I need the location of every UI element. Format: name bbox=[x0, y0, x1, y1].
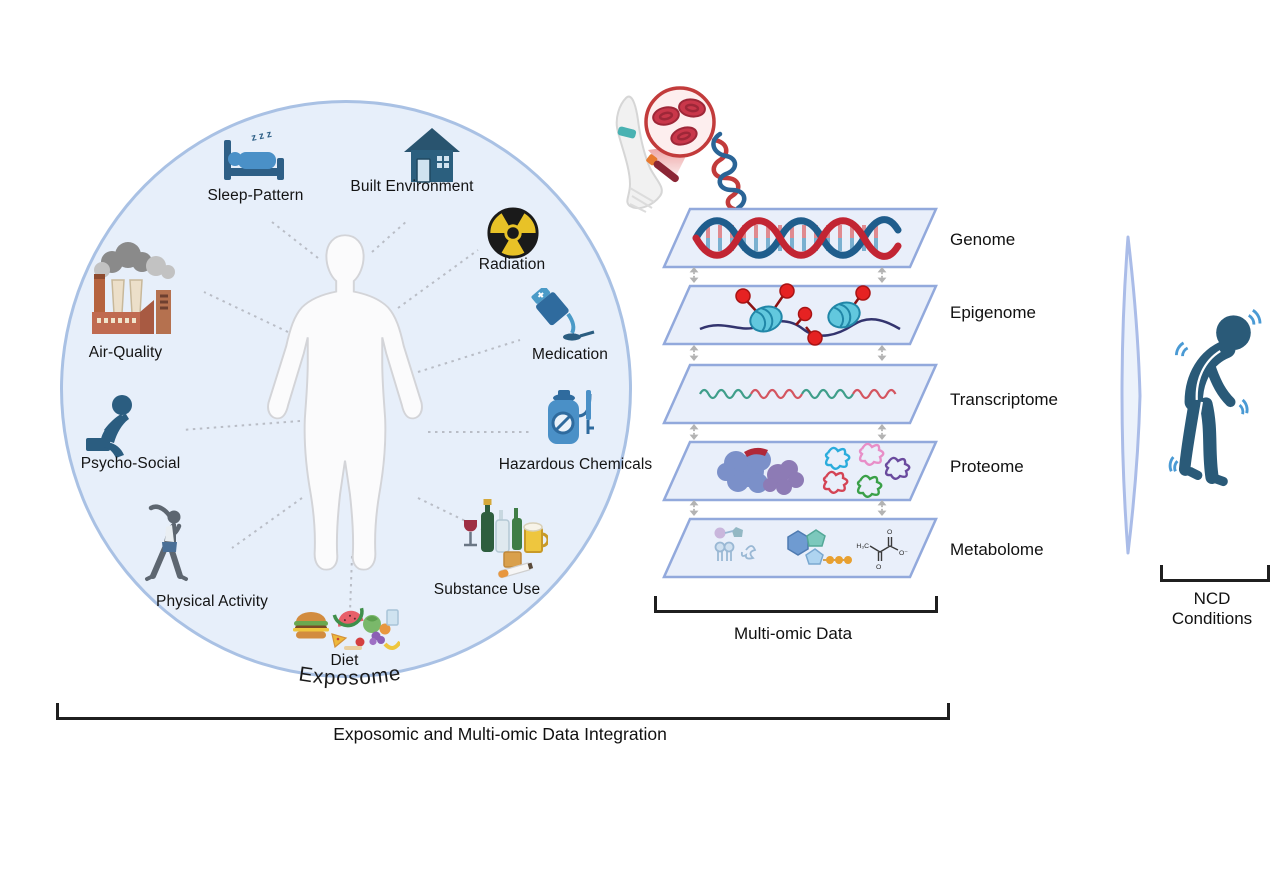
factor-label-sleep-pattern: Sleep-Pattern bbox=[207, 187, 304, 204]
svg-text:Exposome: Exposome bbox=[297, 661, 403, 689]
food-icon bbox=[293, 607, 400, 650]
double-arrow-icon bbox=[689, 424, 699, 440]
layer-label-transcriptome: Transcriptome bbox=[950, 390, 1059, 409]
factor-label-hazardous-chemicals: Hazardous Chemicals bbox=[498, 456, 653, 473]
human-body-silhouette bbox=[267, 234, 423, 571]
diagram-title: Exposomic and Multi-omic Data Integratio… bbox=[333, 724, 667, 744]
formula-o-bottom: O bbox=[876, 564, 881, 571]
tremor-patient-icon bbox=[1168, 309, 1262, 487]
formula-o-minus: O⁻ bbox=[899, 550, 908, 557]
factor-label-medication: Medication bbox=[532, 346, 608, 363]
stressed-person-icon bbox=[86, 395, 132, 458]
double-arrow-icon bbox=[877, 345, 887, 361]
stretching-person-icon bbox=[145, 504, 188, 581]
omic-layer-metabolome: H₃C O O O⁻ bbox=[662, 517, 938, 579]
layer-label-proteome: Proteome bbox=[950, 457, 1024, 476]
ncd-bracket bbox=[1160, 565, 1270, 582]
formula-ch3: H₃C bbox=[856, 543, 869, 550]
layer-label-genome: Genome bbox=[950, 230, 1016, 249]
bed-sleep-icon: z z z bbox=[224, 129, 284, 180]
layer-label-epigenome: Epigenome bbox=[950, 303, 1037, 322]
factor-label-built-environment: Built Environment bbox=[350, 178, 474, 195]
omic-layer-epigenome bbox=[662, 283, 938, 346]
factor-label-air-quality: Air-Quality bbox=[88, 344, 163, 361]
exposome-curved-label: Exposome bbox=[297, 661, 403, 689]
factor-label-substance-use: Substance Use bbox=[433, 581, 541, 598]
radiation-trefoil-icon bbox=[487, 207, 539, 259]
house-icon bbox=[404, 128, 460, 183]
layer-label-metabolome: Metabolome bbox=[950, 540, 1044, 559]
omic-layer-genome bbox=[662, 207, 938, 269]
factor-label-diet: Diet bbox=[330, 652, 359, 669]
factor-label-physical-activity: Physical Activity bbox=[156, 593, 268, 610]
ncd-bracket-label: NCD Conditions bbox=[1171, 589, 1253, 628]
factor-label-radiation: Radiation bbox=[478, 256, 546, 273]
multiomic-bracket-label: Multi-omic Data bbox=[733, 624, 853, 643]
exposome-label: Exposome bbox=[297, 661, 402, 689]
double-arrow-icon bbox=[689, 500, 699, 516]
double-arrow-icon bbox=[877, 267, 887, 283]
lens-arrow-shape bbox=[1120, 235, 1142, 555]
double-arrow-icon bbox=[689, 267, 699, 283]
double-arrow-icon bbox=[877, 500, 887, 516]
blood-draw-dna-icon bbox=[615, 86, 747, 213]
medicine-bottle-spoon-icon bbox=[531, 288, 595, 341]
omic-layer-transcriptome bbox=[662, 363, 938, 425]
multiomic-bracket bbox=[654, 596, 938, 613]
double-arrow-icon bbox=[877, 424, 887, 440]
alcohol-cigarette-icon bbox=[464, 499, 548, 579]
double-arrow-icon bbox=[689, 345, 699, 361]
pesticide-sprayer-icon bbox=[548, 390, 594, 444]
integration-bracket bbox=[56, 703, 950, 720]
factor-label-psycho-social: Psycho-Social bbox=[80, 455, 181, 472]
formula-o-top: O bbox=[887, 529, 892, 536]
zzz-text: z z z bbox=[250, 129, 272, 144]
factory-smoke-icon bbox=[92, 242, 175, 334]
omic-layer-proteome bbox=[662, 440, 938, 502]
